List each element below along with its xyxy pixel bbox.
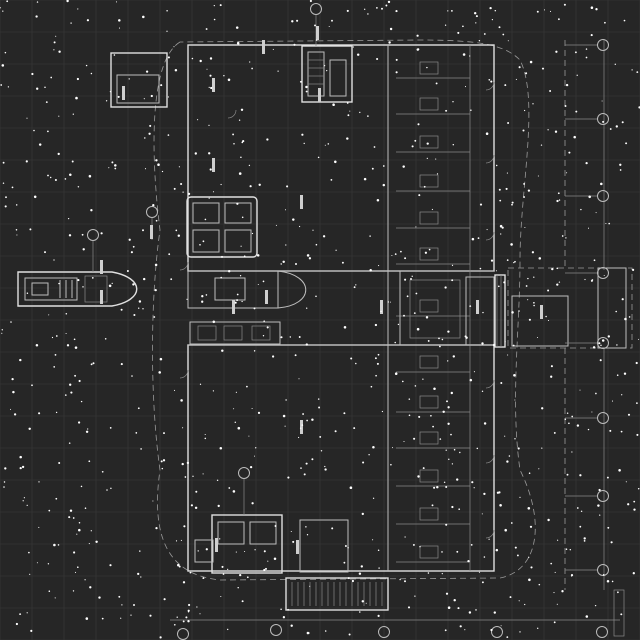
room-tag-12 — [396, 507, 470, 525]
room-label-9 — [100, 260, 103, 274]
room-label-2 — [212, 158, 215, 172]
equipment-box-northwest — [110, 52, 168, 108]
axis-bubble-1 — [310, 3, 322, 15]
service-core-west — [186, 196, 258, 258]
axis-bubble-2 — [146, 206, 158, 218]
room-label-15 — [232, 300, 235, 314]
room-tag-8 — [396, 355, 470, 373]
room-label-14 — [296, 540, 299, 554]
room-tag-3 — [396, 135, 470, 153]
axis-bubble-12 — [597, 564, 609, 576]
detached-stair-tower-west — [17, 271, 138, 307]
door-swing-6 — [485, 529, 495, 539]
room-label-7 — [540, 305, 543, 319]
door-swing-8 — [179, 261, 189, 271]
door-swing-5 — [485, 454, 495, 464]
room-tag-4 — [396, 174, 470, 192]
axis-bubble-7 — [597, 190, 609, 202]
room-tag-6 — [396, 247, 470, 265]
axis-bubble-5 — [597, 39, 609, 51]
east-annex — [465, 267, 633, 349]
axis-bubble-13 — [177, 628, 189, 640]
axis-bubble-10 — [597, 412, 609, 424]
room-label-4 — [300, 420, 303, 434]
door-swing-7 — [227, 109, 237, 119]
room-tag-13 — [396, 545, 470, 563]
room-tag-10 — [396, 431, 470, 449]
room-tag-11 — [396, 469, 470, 487]
room-tag-2 — [396, 97, 470, 115]
room-label-17 — [262, 40, 265, 54]
service-core-southwest — [194, 514, 349, 574]
room-label-3 — [300, 195, 303, 209]
axis-bubble-6 — [597, 113, 609, 125]
room-label-18 — [100, 290, 103, 304]
equipment-box-inner — [116, 74, 160, 104]
room-label-12 — [318, 88, 321, 102]
door-swing-1 — [485, 81, 495, 91]
door-swing-2 — [485, 154, 495, 164]
axis-bubble-9 — [597, 337, 609, 349]
west-stair-passage — [187, 270, 307, 345]
stair-south — [285, 577, 389, 611]
door-swing-4 — [485, 379, 495, 389]
room-label-5 — [380, 300, 383, 314]
axis-bubble-14 — [270, 624, 282, 636]
room-label-group — [100, 26, 543, 554]
room-tag-5 — [396, 211, 470, 229]
room-tag-7 — [396, 299, 470, 317]
room-label-16 — [265, 290, 268, 304]
title-block-strip — [613, 589, 625, 637]
right-room-row — [396, 61, 470, 563]
room-label-10 — [150, 225, 153, 239]
axis-bubble-3 — [87, 229, 99, 241]
room-tag-9 — [396, 395, 470, 413]
room-label-1 — [212, 78, 215, 92]
axis-bubble-17 — [596, 626, 608, 638]
door-swing-3 — [485, 231, 495, 241]
stair-core-north — [301, 45, 353, 103]
room-label-13 — [215, 538, 218, 552]
room-tag-1 — [396, 61, 470, 79]
room-label-8 — [122, 86, 125, 100]
room-label-6 — [476, 300, 479, 314]
axis-bubbles — [87, 3, 609, 640]
door-swings — [179, 81, 495, 539]
axis-bubble-11 — [597, 490, 609, 502]
axis-bubble-16 — [491, 626, 503, 638]
axis-bubble-4 — [238, 467, 250, 479]
axis-bubble-8 — [597, 267, 609, 279]
site-boundary-curve — [152, 39, 536, 581]
room-label-11 — [316, 26, 319, 40]
door-swing-9 — [179, 369, 189, 379]
axis-bubble-15 — [378, 626, 390, 638]
